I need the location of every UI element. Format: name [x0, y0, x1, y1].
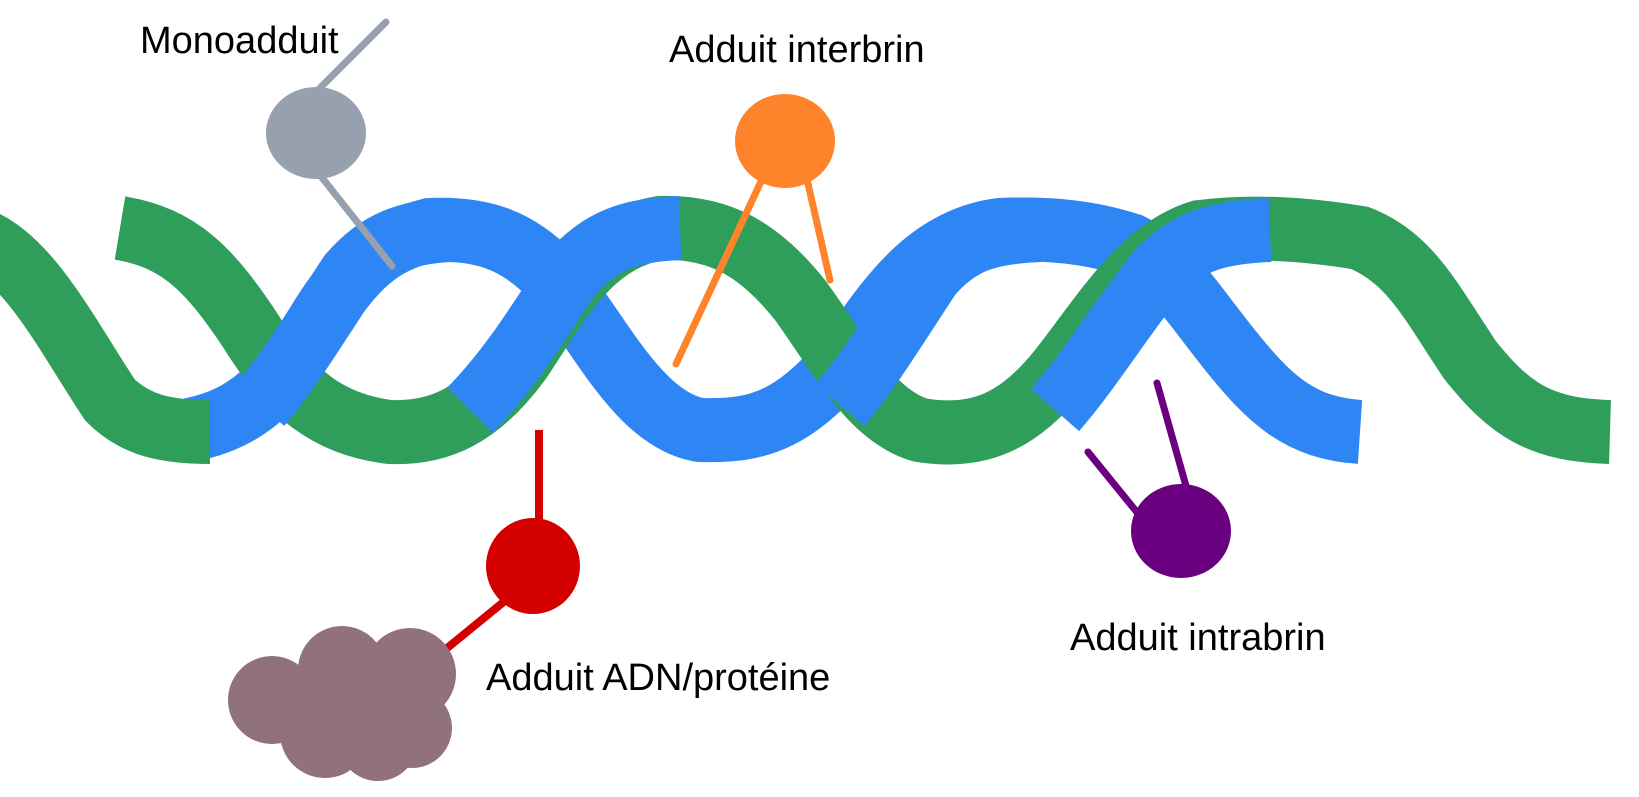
dna-strand-blue-front — [235, 196, 1272, 433]
protein-cloud-core — [265, 660, 425, 750]
green-strand-front — [0, 214, 211, 464]
intrastrand-link-right — [1153, 379, 1190, 490]
dna-protein-adduct-group: Adduit ADN/protéine — [228, 430, 830, 781]
interstrand-link-right — [802, 171, 834, 284]
monoadduct-link-top — [312, 18, 390, 96]
interstrand-link-left — [672, 171, 768, 368]
dna-protein-molecule — [486, 518, 580, 614]
intrastrand-link-left — [1084, 448, 1144, 520]
intrastrand-adduct-group: Adduit intrabrin — [1070, 379, 1326, 659]
monoadduct-molecule — [266, 87, 366, 179]
blue-strand-front-4 — [1030, 198, 1272, 432]
label-dna-protein: Adduit ADN/protéine — [486, 657, 830, 699]
interstrand-adduct-group: Adduit interbrin — [669, 29, 925, 368]
label-monoadduct: Monoadduit — [140, 20, 339, 62]
interstrand-molecule — [735, 94, 835, 188]
monoadduct-group: Monoadduit — [140, 18, 396, 270]
blue-strand-front-1 — [235, 198, 453, 426]
blue-strand-front-2 — [447, 196, 682, 433]
intrastrand-molecule — [1131, 484, 1231, 578]
label-interstrand: Adduit interbrin — [669, 29, 925, 71]
monoadduct-link-bottom — [312, 166, 396, 270]
blue-strand-front-3 — [815, 198, 1042, 426]
label-intrastrand: Adduit intrabrin — [1070, 617, 1326, 659]
protein-cloud — [228, 626, 456, 781]
